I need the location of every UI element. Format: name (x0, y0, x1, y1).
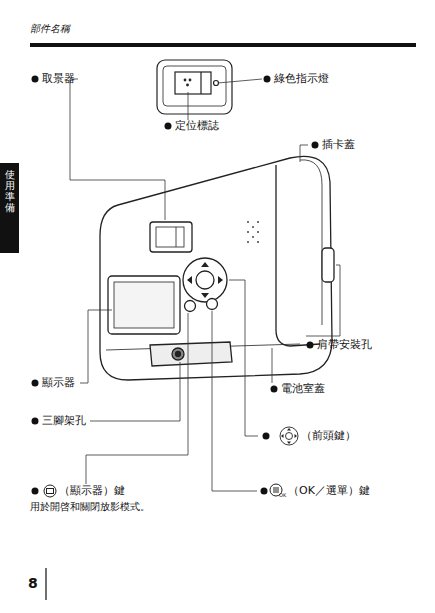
part-name: 取景器 (42, 72, 75, 86)
part-name: 綠色指示燈 (274, 72, 329, 86)
part-name: 電池室蓋 (281, 382, 325, 396)
page-title: 部件名稱 (30, 22, 70, 36)
camera-body (100, 156, 334, 380)
part-name: （OK／選單）鍵 (288, 484, 370, 498)
part-name: 定位標誌 (175, 119, 219, 133)
part-name: （前頭鍵） (301, 429, 356, 443)
page-number: 8 (28, 574, 38, 592)
part-name: 顯示器 (42, 376, 75, 390)
icon-subscript: OK (279, 492, 286, 498)
part-name: 三腳架孔 (42, 414, 86, 428)
header-rule (30, 43, 416, 47)
part-name: 肩帶安裝孔 (317, 338, 372, 352)
part-name: （顯示器）鍵 (59, 484, 125, 498)
display-key-icon (44, 485, 56, 497)
description-note: 用於開啓和關閉放影模式。 (30, 500, 150, 514)
section-tab: 使用準備 (0, 163, 19, 253)
leader-lines (46, 79, 340, 600)
part-name: 插卡蓋 (322, 138, 355, 152)
speaker-holes (247, 221, 259, 243)
bullets (32, 76, 319, 495)
viewfinder-inset (157, 60, 232, 114)
arrow-key-icon (280, 427, 298, 445)
tab-text: 使用準備 (5, 169, 15, 213)
